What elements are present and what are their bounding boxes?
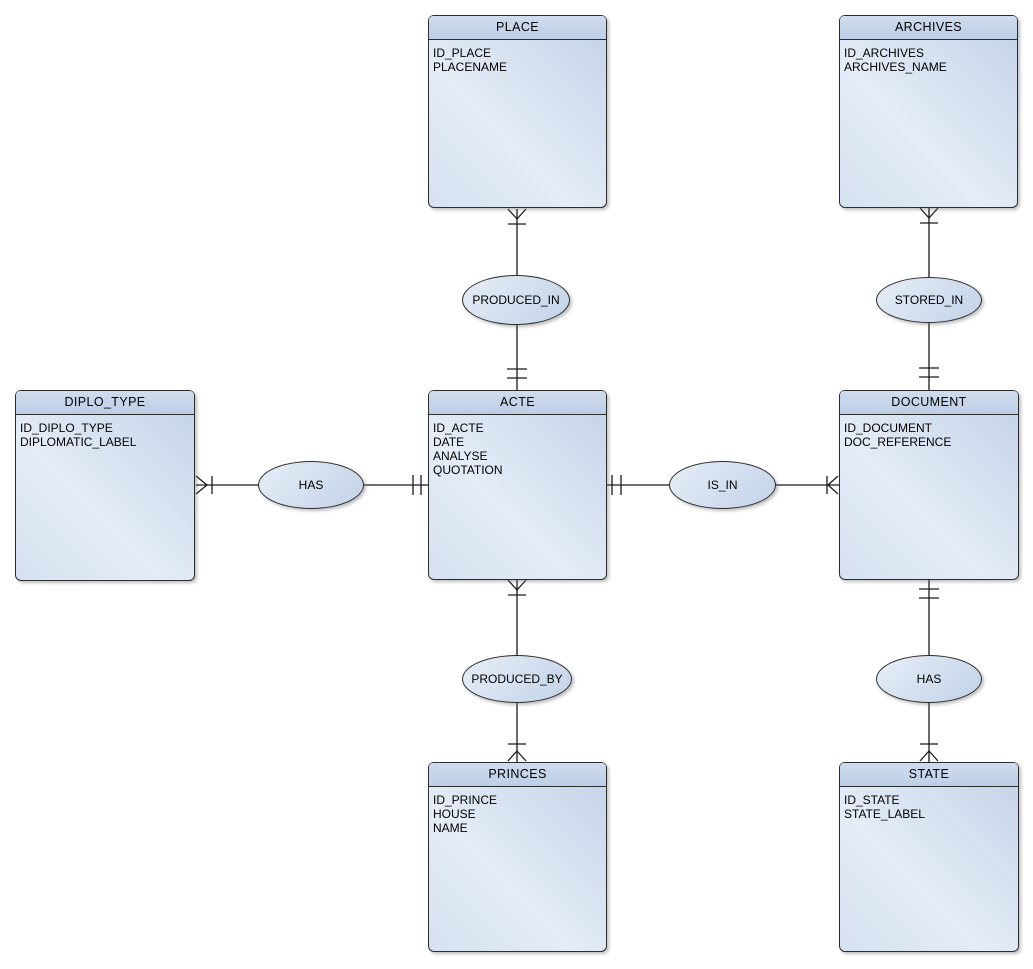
entity-title: ACTE (429, 391, 606, 415)
entity-title: ARCHIVES (840, 16, 1017, 40)
attribute: PLACENAME (433, 60, 508, 74)
entity-document[interactable]: DOCUMENT ID_DOCUMENT DOC_REFERENCE (839, 390, 1019, 580)
attribute: HOUSE (433, 807, 476, 821)
entity-title: PLACE (429, 16, 606, 40)
entity-state[interactable]: STATE ID_STATE STATE_LABEL (839, 762, 1019, 952)
attribute: ID_STATE (844, 793, 900, 807)
entity-attributes: ID_ARCHIVES ARCHIVES_NAME (840, 40, 1017, 74)
attribute: NAME (433, 821, 468, 835)
attribute: ID_DOCUMENT (844, 421, 933, 435)
entity-attributes: ID_STATE STATE_LABEL (840, 787, 1018, 821)
entity-attributes: ID_DIPLO_TYPE DIPLOMATIC_LABEL (16, 415, 194, 449)
attribute: DIPLOMATIC_LABEL (20, 435, 137, 449)
attribute: ID_PRINCE (433, 793, 498, 807)
entity-archives[interactable]: ARCHIVES ID_ARCHIVES ARCHIVES_NAME (839, 15, 1018, 208)
attribute: ID_PLACE (433, 46, 492, 60)
relationship-label: STORED_IN (894, 293, 964, 307)
crow-foot-icon (919, 207, 939, 219)
entity-title: STATE (840, 763, 1018, 787)
attribute: QUOTATION (433, 463, 503, 477)
relationship-label: HAS (298, 478, 324, 492)
crow-foot-icon (507, 579, 527, 591)
relationship-stored-in[interactable]: STORED_IN (876, 277, 982, 323)
attribute: ID_ARCHIVES (844, 46, 925, 60)
entity-place[interactable]: PLACE ID_PLACE PLACENAME (428, 15, 607, 208)
connector-acte-is-in-document[interactable] (606, 475, 840, 495)
crow-foot-icon (195, 475, 208, 495)
relationship-label: HAS (916, 672, 942, 686)
relationship-has-document-state[interactable]: HAS (876, 655, 982, 703)
crow-foot-icon (919, 750, 939, 762)
entity-attributes: ID_PLACE PLACENAME (429, 40, 606, 74)
crow-foot-icon (507, 208, 527, 220)
entity-title: DIPLO_TYPE (16, 391, 194, 415)
entity-princes[interactable]: PRINCES ID_PRINCE HOUSE NAME (428, 762, 607, 952)
entity-title: DOCUMENT (840, 391, 1018, 415)
entity-acte[interactable]: ACTE ID_ACTE DATE ANALYSE QUOTATION (428, 390, 607, 580)
entity-attributes: ID_DOCUMENT DOC_REFERENCE (840, 415, 1018, 449)
entity-attributes: ID_ACTE DATE ANALYSE QUOTATION (429, 415, 606, 477)
attribute: ARCHIVES_NAME (844, 60, 947, 74)
relationship-label: PRODUCED_IN (472, 293, 560, 307)
connector-archives-stored-in-document[interactable] (919, 207, 939, 391)
entity-attributes: ID_PRINCE HOUSE NAME (429, 787, 606, 835)
connector-document-has-state[interactable] (919, 579, 939, 763)
crow-foot-icon (827, 475, 839, 495)
attribute: DATE (433, 435, 465, 449)
relationship-has-diplo-type-acte[interactable]: HAS (258, 461, 364, 509)
connector-diplo-type-has-acte[interactable] (195, 475, 429, 495)
connector-place-produced-in-acte[interactable] (507, 208, 527, 391)
relationship-produced-in[interactable]: PRODUCED_IN (462, 275, 570, 325)
entity-diplo-type[interactable]: DIPLO_TYPE ID_DIPLO_TYPE DIPLOMATIC_LABE… (15, 390, 195, 581)
crow-foot-icon (507, 750, 527, 762)
relationship-label: PRODUCED_BY (471, 672, 563, 686)
attribute: STATE_LABEL (844, 807, 925, 821)
entity-title: PRINCES (429, 763, 606, 787)
relationship-produced-by[interactable]: PRODUCED_BY (462, 655, 572, 703)
attribute: ANALYSE (433, 449, 488, 463)
attribute: ID_ACTE (433, 421, 484, 435)
relationship-is-in[interactable]: IS_IN (669, 461, 776, 509)
attribute: DOC_REFERENCE (844, 435, 952, 449)
relationship-label: IS_IN (707, 478, 738, 492)
attribute: ID_DIPLO_TYPE (20, 421, 113, 435)
connector-acte-produced-by-princes[interactable] (507, 579, 527, 763)
